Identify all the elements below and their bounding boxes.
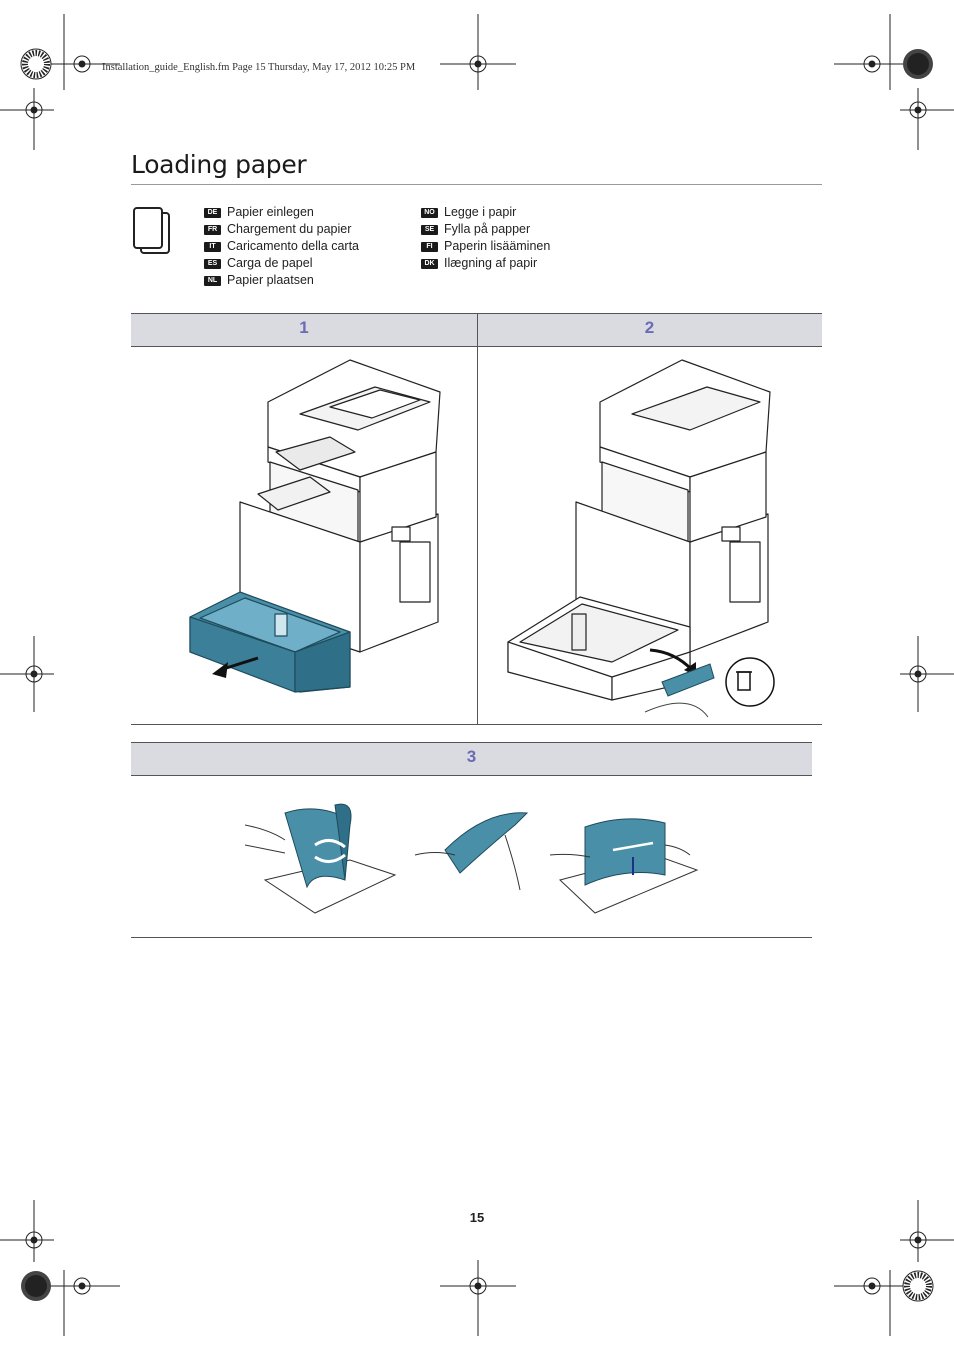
lang-badge: ES [204,258,221,269]
lang-text: Chargement du papier [227,222,352,236]
language-list-left: DE Papier einlegen FR Chargement du papier… [204,204,359,289]
lang-badge: FI [421,241,438,252]
paper-fanning-illustration [245,803,699,914]
lang-text: Paperin lisääminen [444,239,551,253]
step-header-3: 3 [131,743,812,776]
lang-text: Legge i papir [444,205,517,219]
page-number: 15 [469,1210,485,1225]
lang-item-fr: FR Chargement du papier [204,221,359,238]
step-header-1: 1 [131,314,477,347]
lang-badge: SE [421,224,438,235]
lang-item-de: DE Papier einlegen [204,204,359,221]
lang-badge: FR [204,224,221,235]
page-title: Loading paper [131,150,307,179]
lang-badge: IT [204,241,221,252]
printer-tray-pull-illustration [189,359,441,693]
title-rule [131,184,822,185]
steps-table-1-2: 1 2 [131,313,822,725]
printer-tray-remove-spacer-illustration [507,359,775,718]
step-header-2: 2 [477,314,822,347]
lang-item-nl: NL Papier plaatsen [204,272,359,289]
lang-badge: NO [421,207,438,218]
lang-text: Papier plaatsen [227,273,314,287]
lang-item-it: IT Caricamento della carta [204,238,359,255]
lang-badge: NL [204,275,221,286]
lang-badge: DE [204,207,221,218]
lang-text: Carga de papel [227,256,313,270]
steps-table-3: 3 [131,742,812,938]
language-list-right: NO Legge i papir SE Fylla på papper FI Pape… [421,204,550,272]
column-divider [477,314,478,724]
file-info-line: Installation_guide_English.fm Page 15 Th… [102,62,416,73]
lang-item-dk: DK Ilægning af papir [421,255,550,272]
document-pages-icon [133,207,170,254]
lang-item-se: SE Fylla på papper [421,221,550,238]
lang-text: Ilægning af papir [444,256,538,270]
lang-text: Papier einlegen [227,205,314,219]
lang-text: Caricamento della carta [227,239,360,253]
lang-item-fi: FI Paperin lisääminen [421,238,550,255]
lang-text: Fylla på papper [444,222,531,236]
lang-item-no: NO Legge i papir [421,204,550,221]
lang-badge: DK [421,258,438,269]
lang-item-es: ES Carga de papel [204,255,359,272]
